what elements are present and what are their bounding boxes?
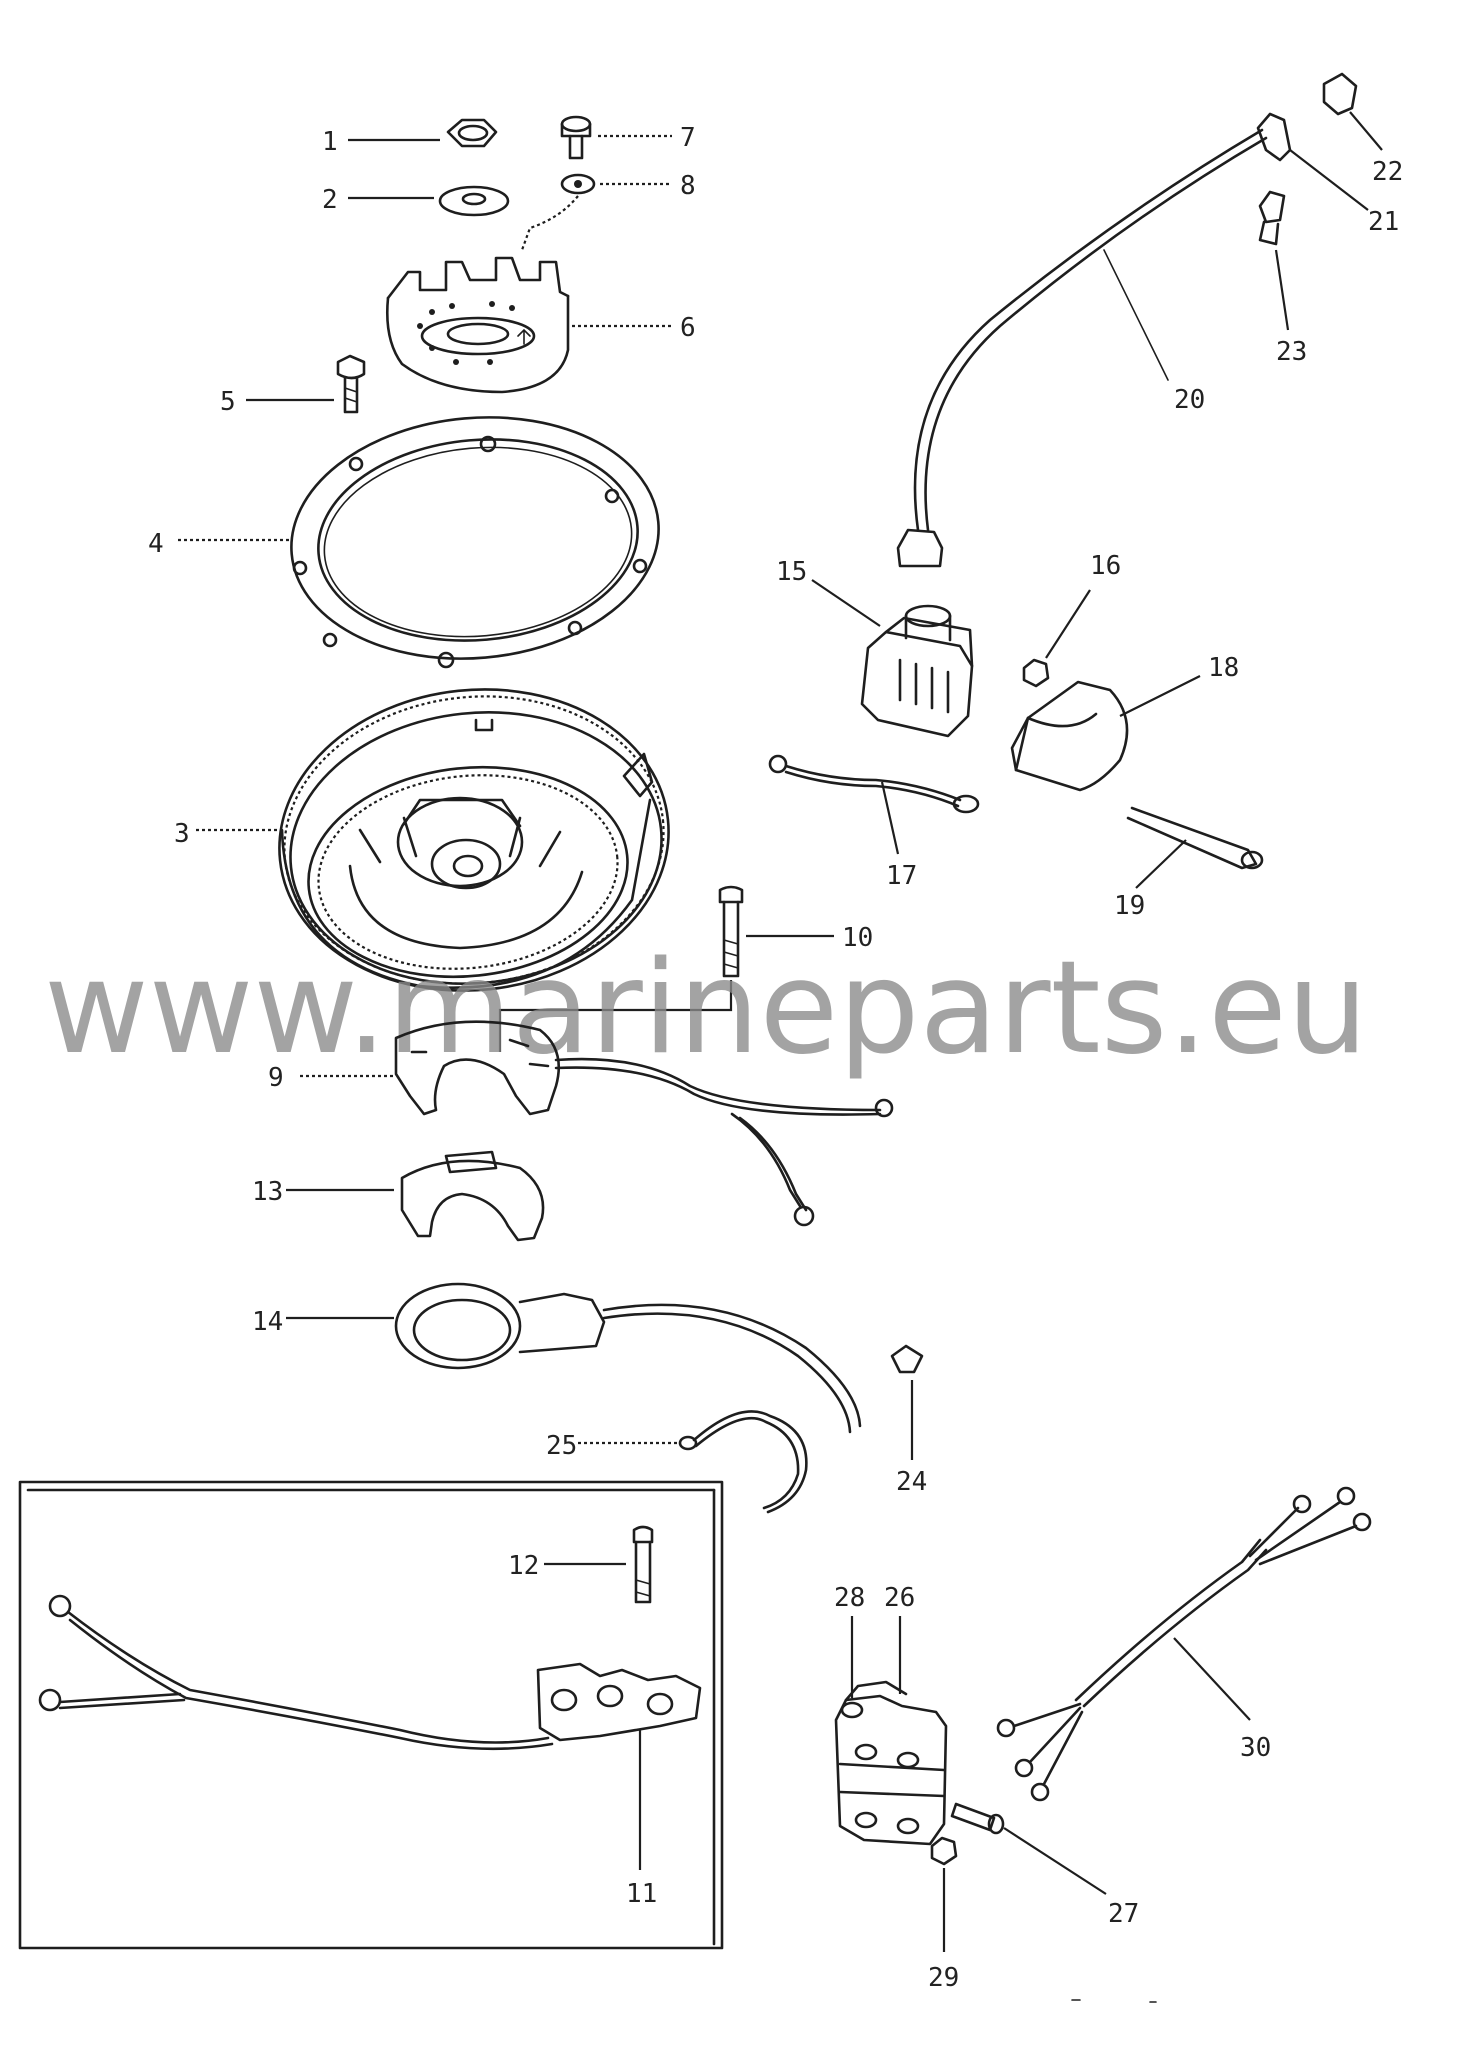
label-2: 2 [322, 185, 338, 215]
part-21-boot [1289, 149, 1369, 211]
part-9-stator [300, 1020, 894, 1227]
label-27: 27 [1108, 1899, 1139, 1929]
label-25: 25 [546, 1431, 577, 1461]
part-15-coil [811, 579, 974, 738]
label-22: 22 [1372, 157, 1403, 187]
label-13: 13 [252, 1177, 283, 1207]
inset-box [18, 1480, 724, 1950]
part-18-bracket [1010, 675, 1201, 792]
label-28: 28 [834, 1583, 865, 1613]
label-4: 4 [148, 529, 164, 559]
label-7: 7 [680, 123, 696, 153]
part-22-cap [1322, 72, 1383, 151]
label-1: 1 [322, 127, 338, 157]
part-1-nut [348, 118, 498, 148]
part-14-sensor [286, 1282, 862, 1434]
label-14: 14 [252, 1307, 283, 1337]
label-17: 17 [886, 861, 917, 891]
part-28-nut [840, 1616, 864, 1719]
label-5: 5 [220, 387, 236, 417]
label-24: 24 [896, 1467, 927, 1497]
part-6-starter-cup [386, 256, 672, 394]
label-20: 20 [1174, 385, 1205, 415]
part-10-screw [498, 885, 834, 1052]
label-29: 29 [928, 1963, 959, 1993]
part-12-screw [544, 1525, 654, 1604]
label-3: 3 [174, 819, 190, 849]
label-21: 21 [1368, 207, 1399, 237]
part-2-washer [348, 185, 510, 217]
label-12: 12 [508, 1551, 539, 1581]
label-11: 11 [626, 1879, 657, 1909]
label-19: 19 [1114, 891, 1145, 921]
part-13-trigger [286, 1150, 545, 1242]
part-20-lead [896, 112, 1292, 568]
part-17-wire [768, 754, 980, 855]
part-25-wire [578, 1410, 808, 1514]
part-4-ring [178, 416, 660, 669]
label-15: 15 [776, 557, 807, 587]
part-23-plug [1258, 190, 1290, 331]
part-8-lockwasher [520, 173, 672, 251]
part-29-nut [930, 1836, 958, 1952]
label-16: 16 [1090, 551, 1121, 581]
label-23: 23 [1276, 337, 1307, 367]
part-7-screw [560, 115, 672, 160]
label-6: 6 [680, 313, 696, 343]
label-30: 30 [1240, 1733, 1271, 1763]
part-27-screw [950, 1802, 1107, 1895]
part-16-nut [1022, 589, 1091, 688]
label-8: 8 [680, 171, 696, 201]
watermark-text: www.marineparts.eu [44, 934, 1368, 1083]
part-3-flywheel [196, 688, 670, 992]
part-5-screw [246, 354, 366, 414]
part-24-connector [890, 1344, 924, 1460]
label-9: 9 [268, 1063, 284, 1093]
part-19-bolt [1126, 806, 1264, 889]
part-11-harness [38, 1594, 702, 1870]
label-26: 26 [884, 1583, 915, 1613]
label-18: 18 [1208, 653, 1239, 683]
label-10: 10 [842, 923, 873, 953]
part-30-harness [996, 1486, 1372, 1802]
